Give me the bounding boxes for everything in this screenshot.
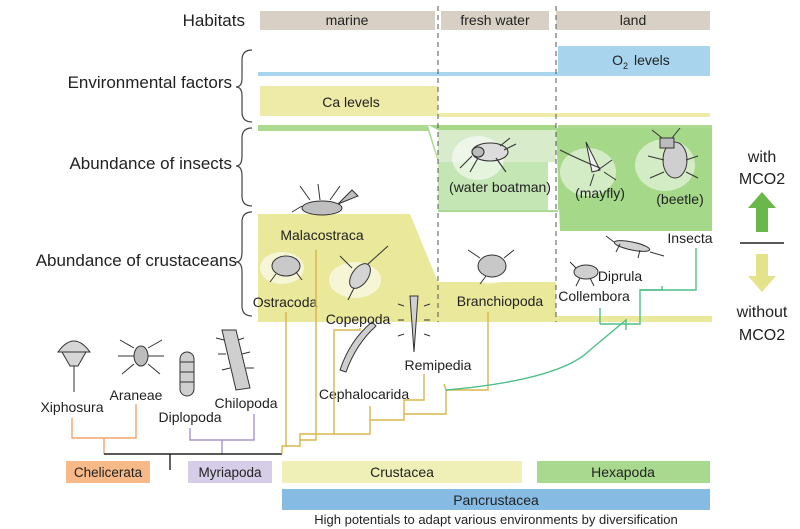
habitat-bar-fresh-water: fresh water [441, 11, 549, 30]
label-collembora: Collembora [558, 288, 630, 304]
tree-crustacea [281, 250, 489, 454]
clade-myriapoda: Myriapoda [188, 461, 272, 483]
caption: High potentials to adapt various environ… [314, 512, 677, 527]
habitat-label-fresh-water: fresh water [460, 12, 530, 28]
clade-label-hexapoda: Hexapoda [591, 464, 655, 480]
clade-label-myriapoda: Myriapoda [198, 465, 262, 480]
label-araneae: Araneae [110, 387, 163, 403]
label-chilopoda: Chilopoda [214, 395, 277, 411]
habitat-bar-marine: marine [260, 11, 435, 30]
row-label-environmental-factors: Environmental factors [68, 73, 232, 92]
diplopoda-icon [179, 351, 195, 397]
o2-label: O [612, 52, 623, 68]
label-ostracoda: Ostracoda [253, 294, 318, 310]
clade-pancrustacea: Pancrustacea [282, 489, 710, 510]
o2-levels-text: levels [634, 52, 670, 68]
label-remipedia: Remipedia [405, 357, 472, 373]
svg-text:O2: O2 [612, 52, 628, 71]
clade-chelicerata: Chelicerata [66, 461, 150, 483]
habitat-label-marine: marine [326, 12, 369, 28]
clade-crustacea: Crustacea [282, 461, 522, 483]
legend-with-line1: with [747, 149, 776, 166]
legend-without-line1: without [736, 304, 788, 321]
clade-label-pancrustacea: Pancrustacea [453, 492, 539, 508]
diprula-icon [605, 235, 665, 259]
copepoda-icon [339, 245, 389, 301]
cephalocarida-icon [339, 321, 377, 373]
brace-environmental [235, 49, 253, 123]
brace-insects [235, 127, 253, 207]
row-label-crustaceans: Abundance of crustaceans [36, 251, 237, 270]
tree-myriapoda [189, 414, 255, 454]
label-diprula: Diprula [598, 268, 643, 284]
malacostraca-icon [291, 183, 359, 216]
araneae-icon [118, 339, 164, 375]
label-cephalocarida: Cephalocarida [319, 386, 409, 402]
label-mayfly: (mayfly) [575, 185, 625, 201]
arrow-down-icon [748, 254, 776, 292]
clade-label-chelicerata: Chelicerata [74, 465, 143, 480]
row-label-insects: Abundance of insects [69, 154, 232, 173]
mayfly-icon [559, 141, 617, 187]
xiphosura-icon [57, 340, 91, 392]
label-xiphosura: Xiphosura [40, 399, 103, 415]
ca-levels-band: Ca levels [260, 86, 710, 117]
ca-levels-label: Ca levels [322, 94, 380, 110]
tree-root [104, 453, 282, 470]
water-boatman-icon [459, 137, 517, 173]
label-diplopoda: Diplopoda [158, 409, 221, 425]
arrow-up-icon [748, 192, 776, 232]
label-beetle: (beetle) [656, 191, 703, 207]
chilopoda-icon [215, 329, 254, 391]
ostracoda-icon [269, 255, 303, 283]
crustacean-abundance-band [258, 214, 712, 322]
label-malacostraca: Malacostraca [280, 227, 363, 243]
clade-label-crustacea: Crustacea [370, 464, 434, 480]
row-label-habitats: Habitats [183, 11, 245, 30]
tree-chelicerata [71, 404, 137, 454]
legend-with-line2: MCO2 [739, 171, 785, 188]
beetle-icon [647, 127, 699, 179]
habitat-label-land: land [620, 12, 646, 28]
o2-levels-band: O2 levels [258, 46, 710, 76]
clade-hexapoda: Hexapoda [537, 461, 710, 483]
label-copepoda: Copepoda [326, 311, 391, 327]
habitat-bar-land: land [556, 11, 710, 30]
label-branchiopoda: Branchiopoda [457, 293, 544, 309]
label-water-boatman: (water boatman) [449, 179, 551, 195]
remipedia-icon [397, 295, 431, 353]
legend-without-line2: MCO2 [739, 327, 785, 344]
branchiopoda-icon [467, 249, 515, 285]
collembola-icon [569, 261, 599, 287]
label-insecta: Insecta [667, 230, 712, 246]
brace-crustaceans [235, 211, 253, 317]
tree-hexapoda [445, 248, 697, 391]
o2-subscript: 2 [623, 61, 628, 71]
